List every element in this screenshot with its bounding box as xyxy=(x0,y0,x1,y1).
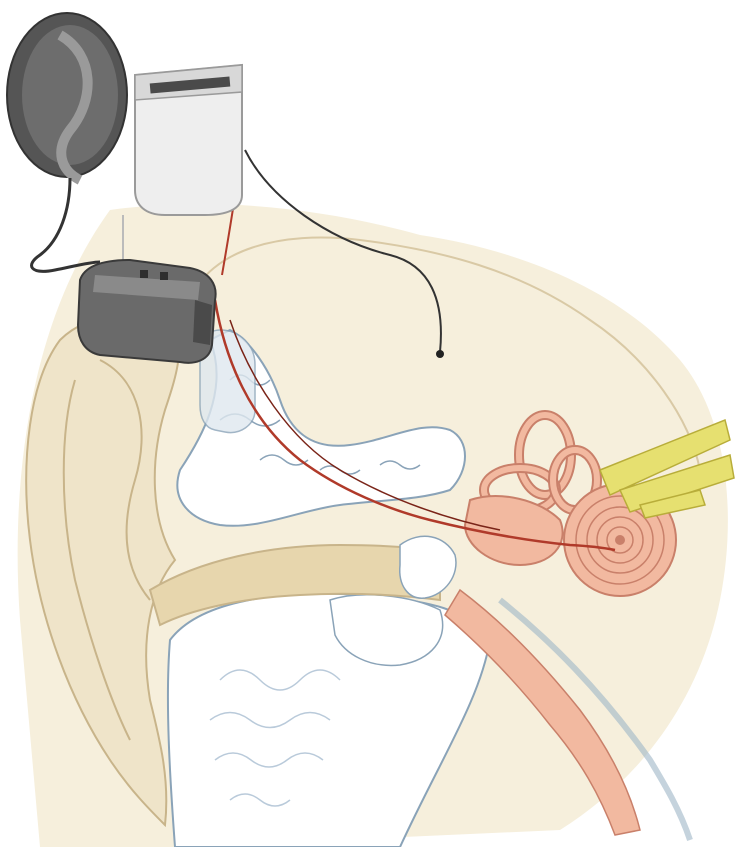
processor-box-icon xyxy=(135,65,242,215)
behind-ear-processor-icon xyxy=(78,260,216,363)
headpiece-coil-icon xyxy=(7,13,127,180)
ground-electrode-icon xyxy=(436,350,444,358)
